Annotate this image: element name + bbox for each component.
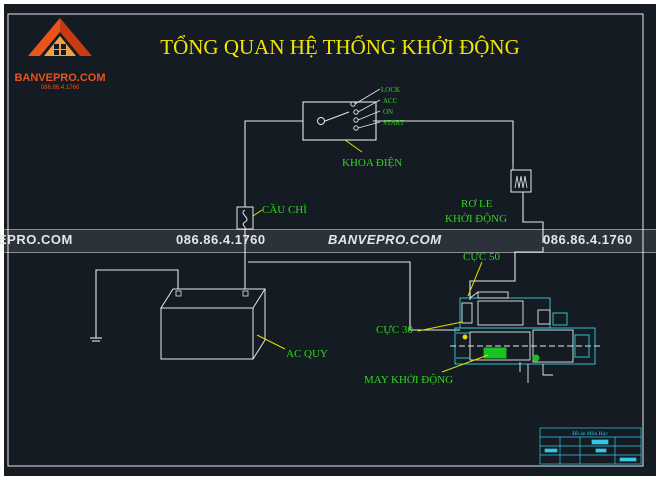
- relay-label-line2: KHỞI ĐỘNG: [445, 213, 507, 225]
- wiring: [90, 120, 544, 342]
- logo-brand-text: BANVEPRO.COM: [14, 72, 106, 84]
- fuse-label: CẦU CHÌ: [262, 203, 307, 216]
- watermark-phone-1: 086.86.4.1760: [176, 232, 266, 247]
- switch-position-acc: ACC: [383, 97, 398, 105]
- drawing-background: [4, 4, 656, 476]
- ignition-switch-label: KHOA ĐIỆN: [342, 157, 402, 169]
- starter-motor-leader: [441, 354, 489, 373]
- starter-relay-symbol: [510, 163, 532, 198]
- drawing-frame: [7, 13, 644, 467]
- battery-symbol: [160, 288, 266, 360]
- switch-position-start: START: [383, 119, 405, 127]
- watermark-band: [0, 229, 660, 253]
- ignition-switch: [302, 88, 381, 141]
- terminal-50-leader: [467, 261, 483, 297]
- logo-phone-text: 086.86.4.1760: [40, 85, 80, 91]
- watermark-phone-2: 086.86.4.1760: [543, 232, 633, 247]
- relay-label-line1: RƠ LE: [461, 198, 493, 210]
- fuse-symbol: [236, 206, 254, 230]
- watermark-site-partial: EPRO.COM: [0, 232, 73, 247]
- fuse-leader: [252, 209, 263, 217]
- starter-motor-symbol: [450, 291, 600, 383]
- banvepro-logo: BANVEPRO.COM 086.86.4.1760: [10, 14, 110, 96]
- battery-label: AC QUY: [286, 348, 328, 360]
- battery-leader: [256, 334, 286, 350]
- title-block: [539, 427, 642, 465]
- terminal-30-leader: [417, 321, 463, 332]
- house-logo-icon: [28, 18, 92, 56]
- terminal-50-label: CỰC 50: [463, 251, 500, 263]
- starter-motor-label: MAY KHỞI ĐỘNG: [364, 374, 453, 386]
- watermark-site: BANVEPRO.COM: [328, 232, 442, 247]
- diagram-title: TỔNG QUAN HỆ THỐNG KHỞI ĐỘNG: [160, 35, 520, 59]
- switch-position-on: ON: [383, 108, 393, 116]
- title-block-heading: Đồ án Môn Học: [572, 430, 608, 437]
- ignition-switch-leader: [344, 139, 363, 153]
- switch-position-lock: LOCK: [381, 86, 400, 94]
- terminal-30-label: CỰC 30: [376, 324, 413, 336]
